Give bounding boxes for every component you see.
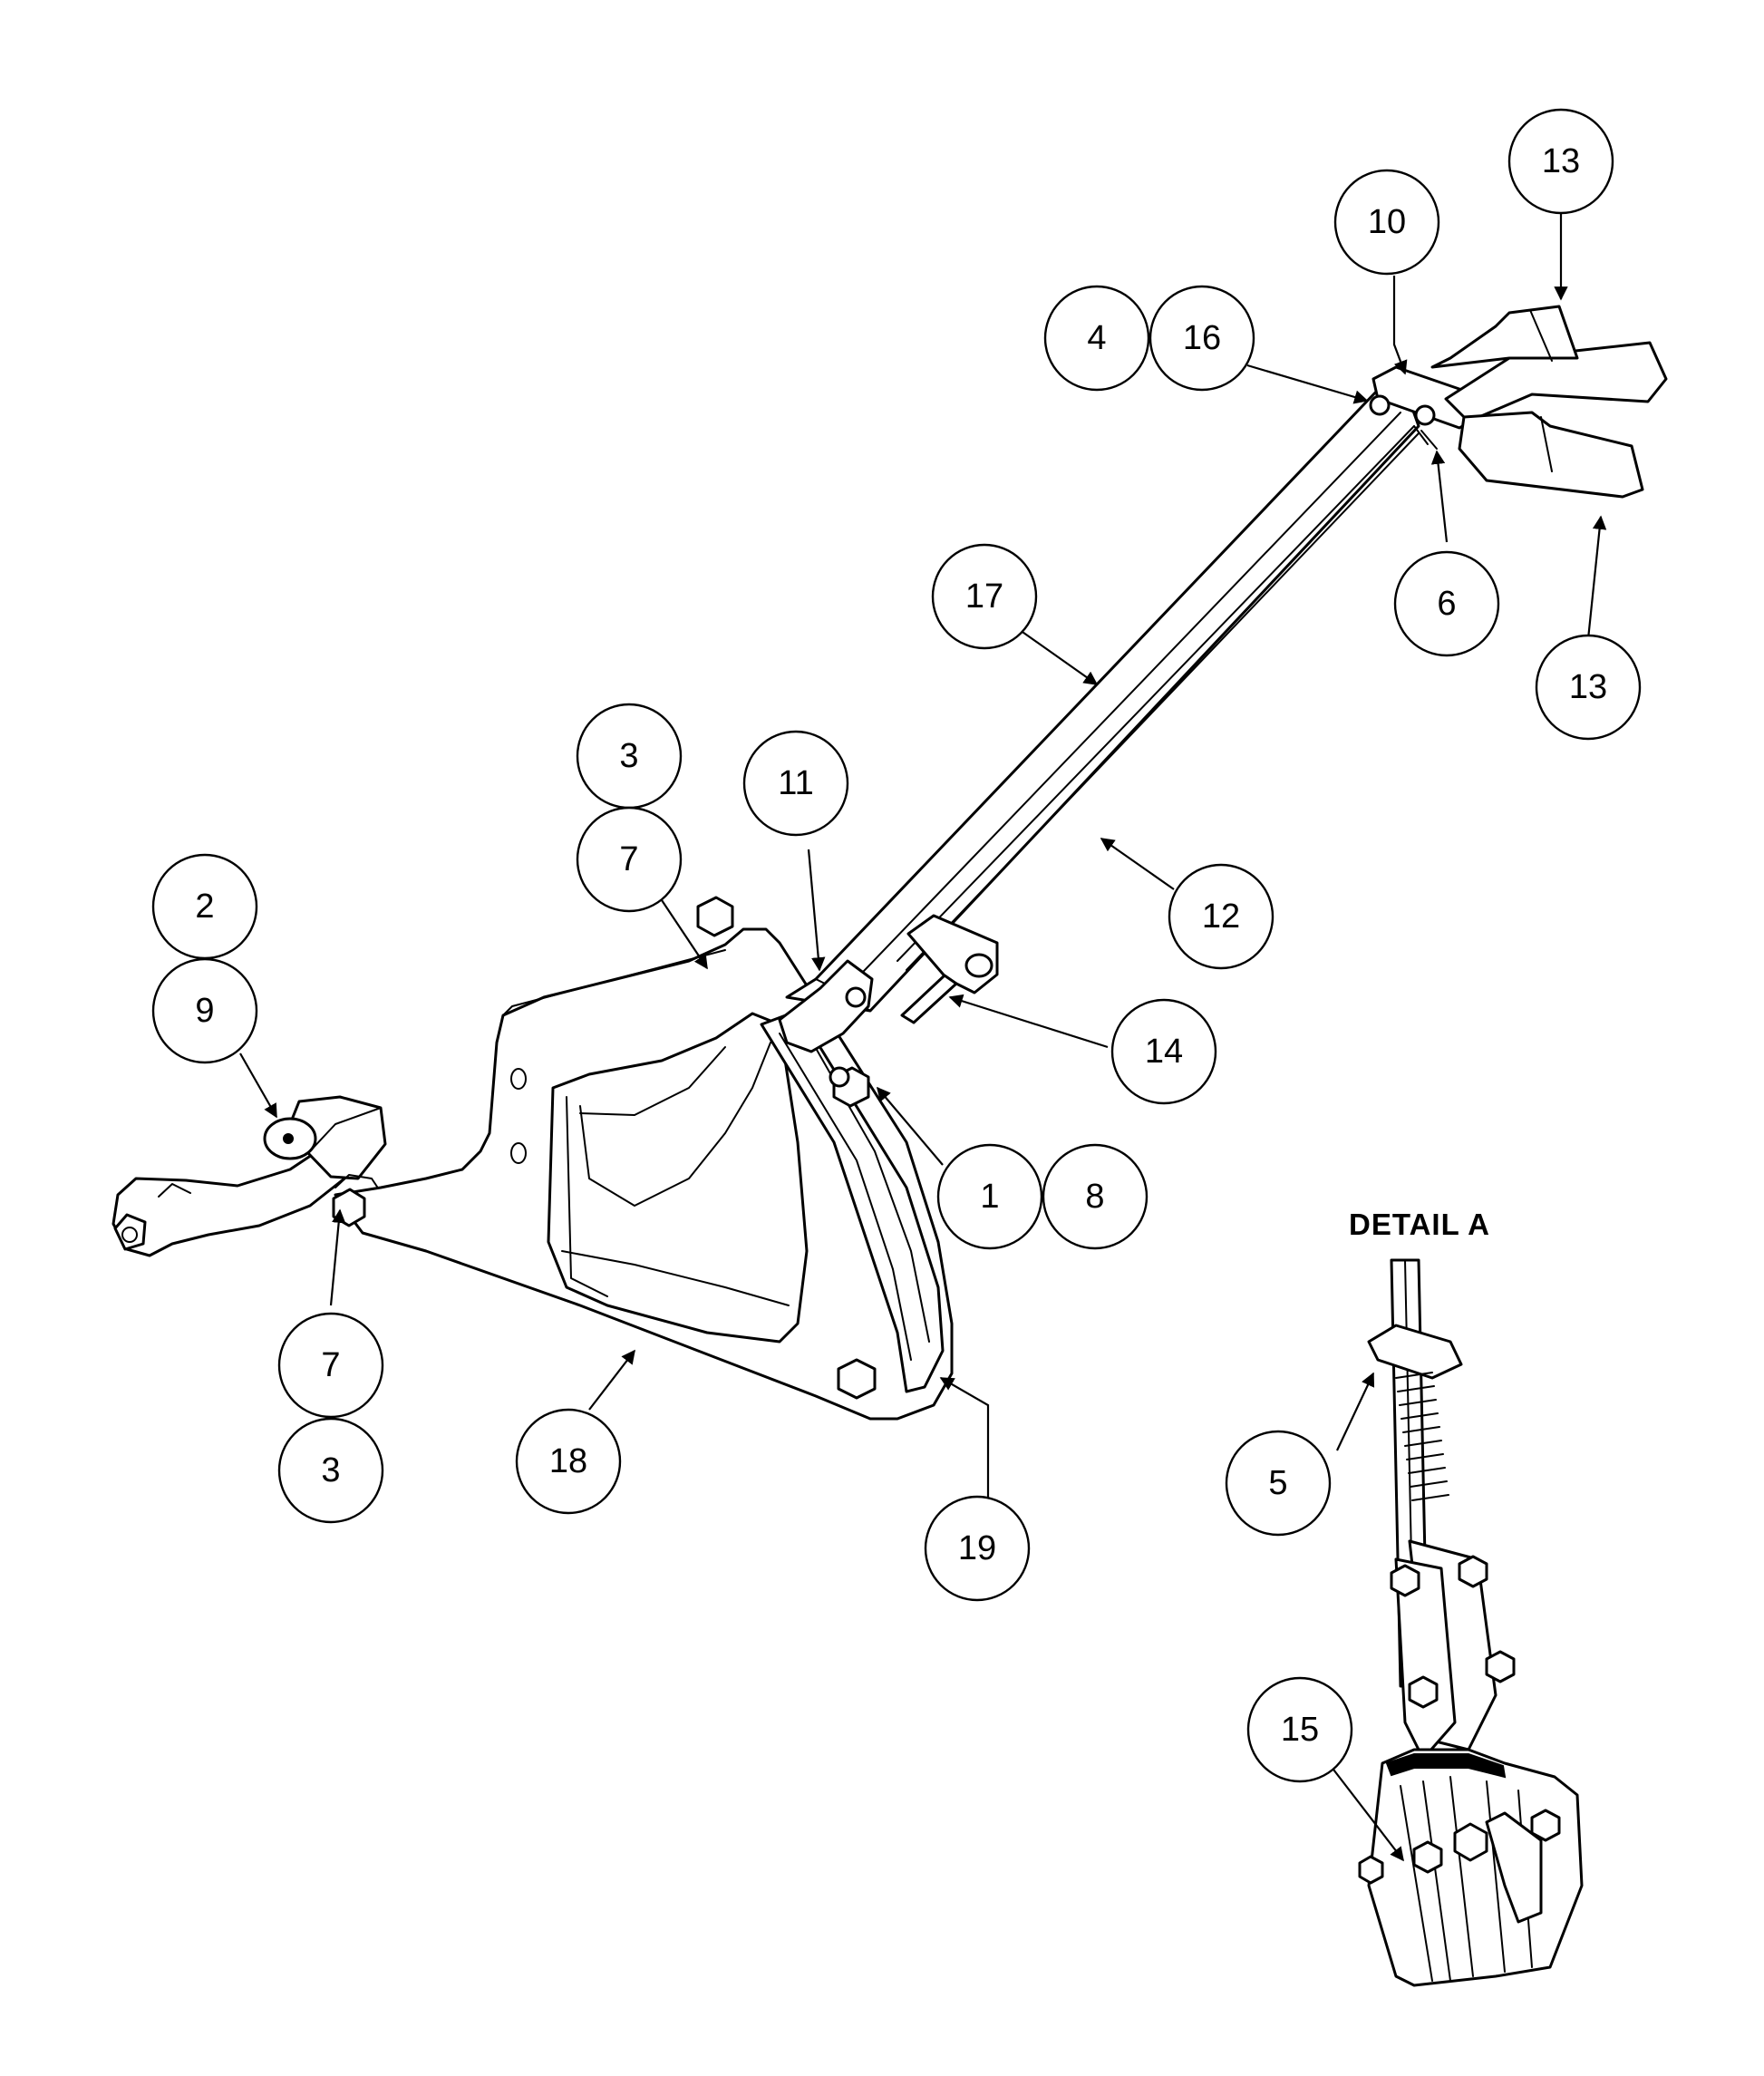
svg-text:6: 6: [1437, 585, 1456, 623]
svg-text:7: 7: [619, 840, 638, 878]
callout-5: 5: [1225, 1430, 1332, 1537]
callout-17: 17: [931, 543, 1038, 650]
leader-12: [1100, 838, 1175, 890]
svg-text:1: 1: [980, 1178, 999, 1216]
svg-text:16: 16: [1183, 319, 1221, 357]
nut-upper: [696, 896, 734, 937]
callouts: 13 10 4 16 6 13 17 3: [151, 108, 1642, 1783]
callout-19: 19: [924, 1495, 1031, 1602]
svg-text:11: 11: [778, 764, 813, 802]
left-bracket: [111, 1095, 387, 1257]
callout-16: 16: [1149, 285, 1255, 392]
leader-15: [1330, 1765, 1404, 1862]
leader-7b: [329, 1208, 346, 1306]
svg-text:8: 8: [1085, 1178, 1104, 1216]
svg-text:17: 17: [965, 577, 1003, 616]
callout-7b: 7: [277, 1312, 384, 1419]
leader-11: [807, 849, 826, 972]
detail-spring: [1367, 1324, 1463, 1501]
callout-7a: 7: [576, 806, 683, 913]
callout-15: 15: [1246, 1676, 1353, 1783]
bolt-head: [1369, 394, 1391, 416]
leader-13b: [1586, 515, 1607, 640]
detail-foot: [1358, 1748, 1584, 1987]
detail-bracket: [1390, 1539, 1516, 1761]
callout-12: 12: [1168, 863, 1275, 970]
callout-4: 4: [1043, 285, 1150, 392]
svg-text:13: 13: [1569, 668, 1607, 706]
callout-13b: 13: [1535, 634, 1642, 741]
callout-1: 1: [936, 1143, 1043, 1250]
spring-assembly: [900, 914, 999, 1024]
svg-text:18: 18: [549, 1442, 587, 1480]
svg-text:15: 15: [1281, 1711, 1319, 1749]
svg-text:13: 13: [1542, 142, 1580, 180]
leader-5: [1336, 1372, 1375, 1451]
leader-10: [1392, 276, 1408, 375]
leader-18: [588, 1349, 635, 1411]
handle-head: [1369, 305, 1668, 499]
callout-3b: 3: [277, 1417, 384, 1524]
leader-6: [1430, 450, 1449, 543]
leader-16: [1246, 364, 1369, 404]
leader-lines: [239, 201, 1607, 1862]
svg-text:14: 14: [1145, 1033, 1183, 1071]
nut-lower: [837, 1358, 877, 1400]
main-assembly: [111, 305, 1668, 1421]
callout-14: 14: [1110, 998, 1217, 1105]
detail-a-title: DETAIL A: [1349, 1208, 1490, 1241]
leader-7a: [659, 897, 708, 970]
leader-19: [939, 1377, 990, 1498]
svg-text:12: 12: [1202, 897, 1240, 936]
svg-text:5: 5: [1268, 1464, 1287, 1502]
callout-9: 9: [151, 957, 258, 1064]
callout-8: 8: [1042, 1143, 1149, 1250]
callout-11: 11: [742, 730, 849, 837]
clamp-bracket: [778, 959, 874, 1088]
svg-text:4: 4: [1087, 319, 1106, 357]
callout-10: 10: [1333, 169, 1440, 276]
callout-13a: 13: [1507, 108, 1614, 215]
callout-2: 2: [151, 853, 258, 960]
leader-9: [239, 1053, 277, 1119]
svg-text:3: 3: [321, 1451, 340, 1489]
svg-text:2: 2: [195, 888, 214, 926]
callout-18: 18: [515, 1408, 622, 1515]
pin-hole: [1414, 404, 1436, 426]
svg-text:19: 19: [958, 1529, 996, 1567]
svg-text:10: 10: [1368, 203, 1406, 241]
callout-6: 6: [1393, 550, 1500, 657]
detail-a: DETAIL A: [1349, 1208, 1584, 1987]
svg-text:7: 7: [321, 1346, 340, 1384]
leader-14: [948, 994, 1109, 1049]
svg-text:3: 3: [619, 737, 638, 775]
callout-3a: 3: [576, 703, 683, 810]
leader-1: [877, 1086, 944, 1166]
leader-17: [1019, 629, 1099, 685]
svg-text:9: 9: [195, 992, 214, 1030]
handle-channel: [785, 388, 1420, 1013]
